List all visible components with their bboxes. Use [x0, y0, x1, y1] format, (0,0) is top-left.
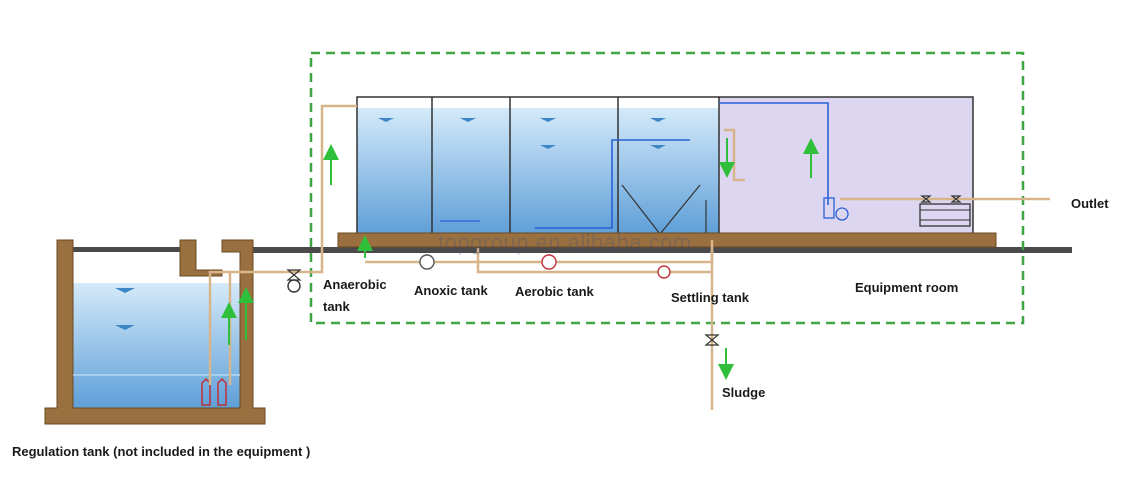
- pump-icon: [419, 254, 435, 270]
- sludge-valve-icon: [704, 334, 720, 346]
- fittings: [286, 195, 962, 346]
- label-anaerobic-line1: Anaerobic: [323, 277, 387, 292]
- regulation-tank: [44, 239, 266, 425]
- regulation-water: [73, 283, 240, 408]
- label-anoxic-tank: Anoxic tank: [414, 283, 488, 298]
- label-outlet: Outlet: [1071, 196, 1109, 211]
- label-regulation-tank: Regulation tank (not included in the equ…: [12, 444, 311, 459]
- equipment-room-internals: [719, 102, 971, 227]
- ground-line-left: [60, 247, 180, 252]
- pump-icon: [657, 265, 671, 279]
- concrete-base: [337, 232, 997, 248]
- ground-line: [250, 247, 1072, 253]
- label-equipment-room: Equipment room: [855, 280, 959, 295]
- sludge-return: [476, 248, 712, 274]
- regulation-inlet-box: [179, 239, 223, 277]
- label-settling-tank: Settling tank: [671, 290, 750, 305]
- filter-unit: [919, 203, 971, 227]
- equipment-boundary: [309, 51, 1025, 325]
- label-anaerobic-tank: Anaerobic tank: [323, 277, 387, 316]
- feed-pipe: [208, 104, 357, 385]
- label-sludge: Sludge: [722, 385, 766, 400]
- settling-outlet: [724, 128, 745, 182]
- equipment-room-box: [719, 97, 973, 234]
- flow-arrows: [221, 138, 819, 380]
- valve-icon: [287, 279, 301, 293]
- regulation-walls: [44, 239, 266, 425]
- main-tank: [356, 96, 974, 235]
- aeration-pipe: [535, 139, 690, 229]
- pump-icon: [541, 254, 557, 270]
- tank-water: [357, 108, 719, 234]
- label-aerobic-tank: Aerobic tank: [515, 284, 594, 299]
- outlet-valve-icon: [920, 195, 962, 203]
- label-anaerobic-line2: tank: [323, 299, 350, 315]
- watermark: topgroup.en.alibaba.com: [438, 230, 692, 255]
